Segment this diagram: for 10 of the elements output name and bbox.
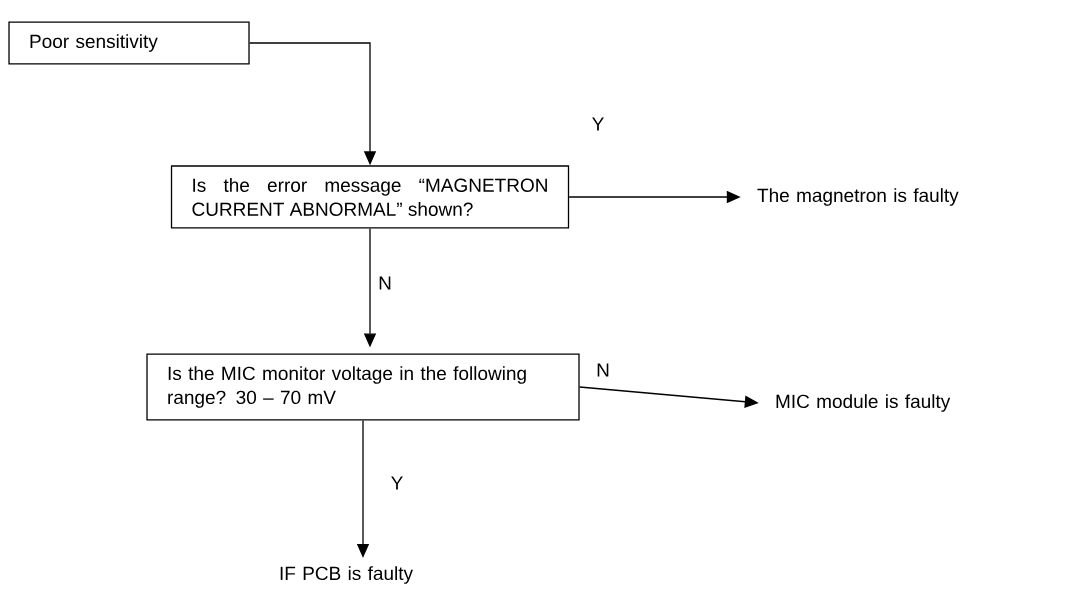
process-box: Poor sensitivity	[8, 21, 250, 65]
result-text: MIC module is faulty	[776, 394, 951, 412]
process-box: Is the MIC monitor voltage in the following range? 30 – 70 mV	[146, 353, 580, 421]
edge-label: Y	[590, 116, 606, 132]
edge-label: N	[595, 362, 611, 378]
result-text: IF PCB is faulty	[280, 566, 413, 584]
edge-label: N	[377, 275, 393, 291]
process-box: Is the error message “MAGNETRON CURRENT ABNORMAL” shown?	[170, 165, 570, 229]
result-text: The magnetron is faulty	[757, 188, 959, 206]
edge-label: Y	[389, 475, 405, 491]
